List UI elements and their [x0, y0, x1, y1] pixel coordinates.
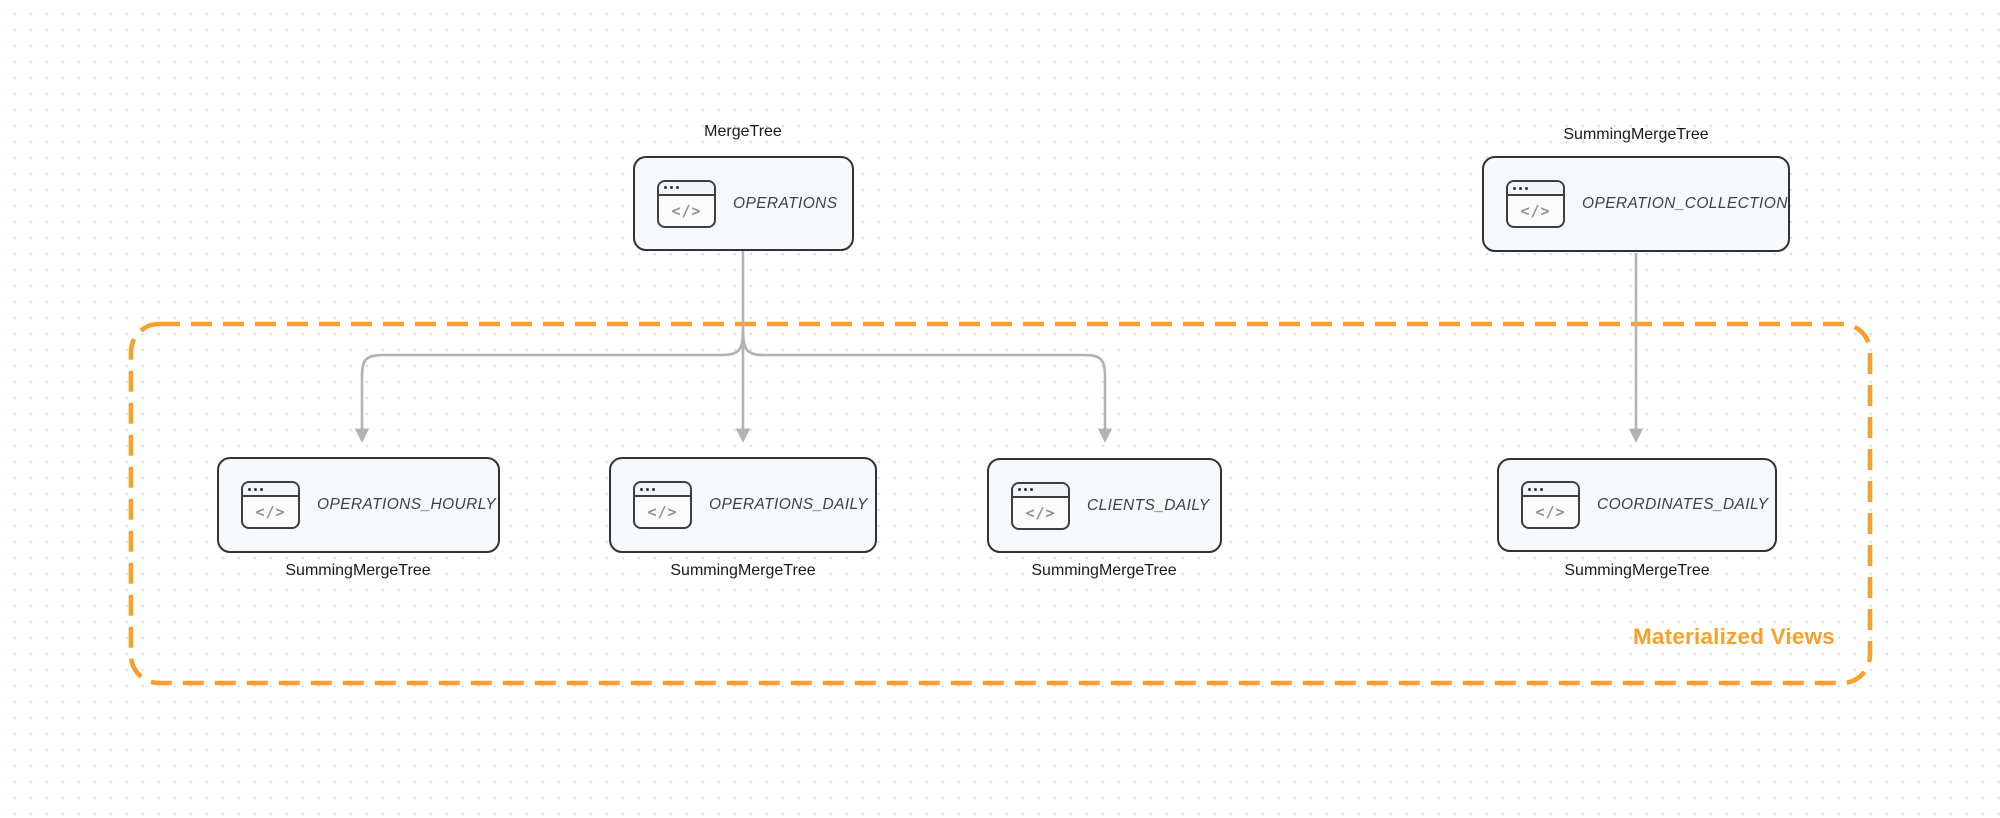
window-dots — [1523, 483, 1578, 497]
window-dots — [659, 181, 714, 196]
node-clients-daily[interactable]: </> CLIENTS_DAILY — [987, 458, 1222, 553]
edge-operation-collection-to-coordinates-daily-stem — [741, 329, 1113, 443]
code-window-icon: </> — [1506, 180, 1565, 228]
node-operations-daily[interactable]: </> OPERATIONS_DAILY — [609, 457, 877, 553]
node-operation-collection[interactable]: </> OPERATION_COLLECTION — [1482, 156, 1790, 252]
window-dots — [635, 483, 690, 497]
node-title: COORDINATES_DAILY — [1597, 496, 1769, 513]
code-glyph: </> — [1025, 503, 1056, 522]
node-title: OPERATIONS_HOURLY — [317, 496, 497, 513]
code-glyph: </> — [255, 503, 286, 521]
window-dots — [1508, 182, 1563, 196]
engine-label-clients-daily: SummingMergeTree — [1031, 562, 1177, 579]
code-window-icon: </> — [241, 481, 300, 529]
engine-label-operations: MergeTree — [704, 123, 782, 140]
window-dots — [1013, 483, 1068, 498]
edge-operations-to-operations-hourly — [354, 329, 745, 443]
node-title: OPERATIONS — [733, 194, 838, 212]
node-title: OPERATION_COLLECTION — [1582, 195, 1788, 212]
materialized-views-group-border[interactable] — [128, 321, 1873, 686]
code-window-icon: </> — [657, 179, 716, 228]
window-dots — [243, 483, 298, 497]
engine-label-coordinates-daily: SummingMergeTree — [1564, 562, 1710, 579]
node-coordinates-daily[interactable]: </> COORDINATES_DAILY — [1497, 458, 1777, 552]
code-glyph: </> — [647, 503, 678, 521]
engine-label-operation-collection: SummingMergeTree — [1563, 126, 1709, 143]
engine-label-operations-hourly: SummingMergeTree — [285, 562, 431, 579]
materialized-views-label: Materialized Views — [1632, 624, 1835, 649]
node-operations-hourly[interactable]: </> OPERATIONS_HOURLY — [217, 457, 500, 553]
engine-label-operations-daily: SummingMergeTree — [670, 562, 816, 579]
node-operations[interactable]: </> OPERATIONS — [633, 156, 854, 251]
code-glyph: </> — [1520, 202, 1551, 220]
node-title: OPERATIONS_DAILY — [709, 496, 868, 513]
code-glyph: </> — [1535, 503, 1566, 521]
code-window-icon: </> — [1521, 481, 1580, 529]
code-glyph: </> — [671, 201, 702, 220]
code-window-icon: </> — [1011, 481, 1070, 530]
code-window-icon: </> — [633, 481, 692, 529]
node-title: CLIENTS_DAILY — [1087, 496, 1210, 514]
